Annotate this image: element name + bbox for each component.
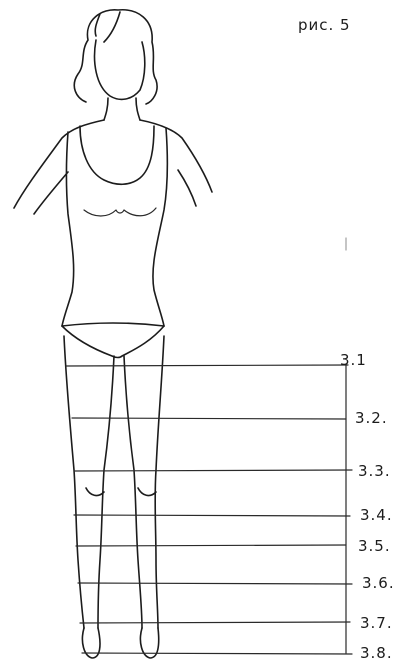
level-line-8 <box>82 653 352 654</box>
level-label-4: 3.4. <box>360 506 393 524</box>
level-line-5 <box>76 545 346 546</box>
measurement-levels: 3.1 3.2. 3.3. 3.4. 3.5. 3.6. 3.7. 3.8. <box>66 351 395 662</box>
level-line-6 <box>78 583 352 584</box>
brief-bottom <box>62 326 164 358</box>
right-arm <box>140 120 212 206</box>
torso-left-side <box>62 132 74 326</box>
left-knee <box>86 488 104 495</box>
bust <box>84 208 156 216</box>
level-line-2 <box>72 418 346 419</box>
level-label-8: 3.8. <box>360 644 393 662</box>
level-line-4 <box>74 515 350 516</box>
neck <box>104 98 140 120</box>
brief-top <box>62 323 164 326</box>
level-label-5: 3.5. <box>358 537 391 555</box>
level-line-1 <box>66 365 348 366</box>
level-label-2: 3.2. <box>355 409 388 427</box>
left-leg-outer <box>64 336 84 628</box>
figure-caption: рис. 5 <box>298 16 351 34</box>
human-figure <box>14 10 212 658</box>
level-label-7: 3.7. <box>360 614 393 632</box>
right-leg-inner <box>124 356 142 628</box>
level-label-1: 3.1 <box>340 351 367 369</box>
torso-right-side <box>153 128 167 326</box>
level-label-3: 3.3. <box>358 462 391 480</box>
right-knee <box>138 488 156 495</box>
face <box>95 40 145 99</box>
right-leg-outer <box>155 336 164 628</box>
level-label-6: 3.6. <box>362 574 395 592</box>
level-line-3 <box>74 470 352 471</box>
level-line-7 <box>80 622 350 623</box>
neckline <box>80 126 154 184</box>
left-leg-inner <box>98 356 114 628</box>
